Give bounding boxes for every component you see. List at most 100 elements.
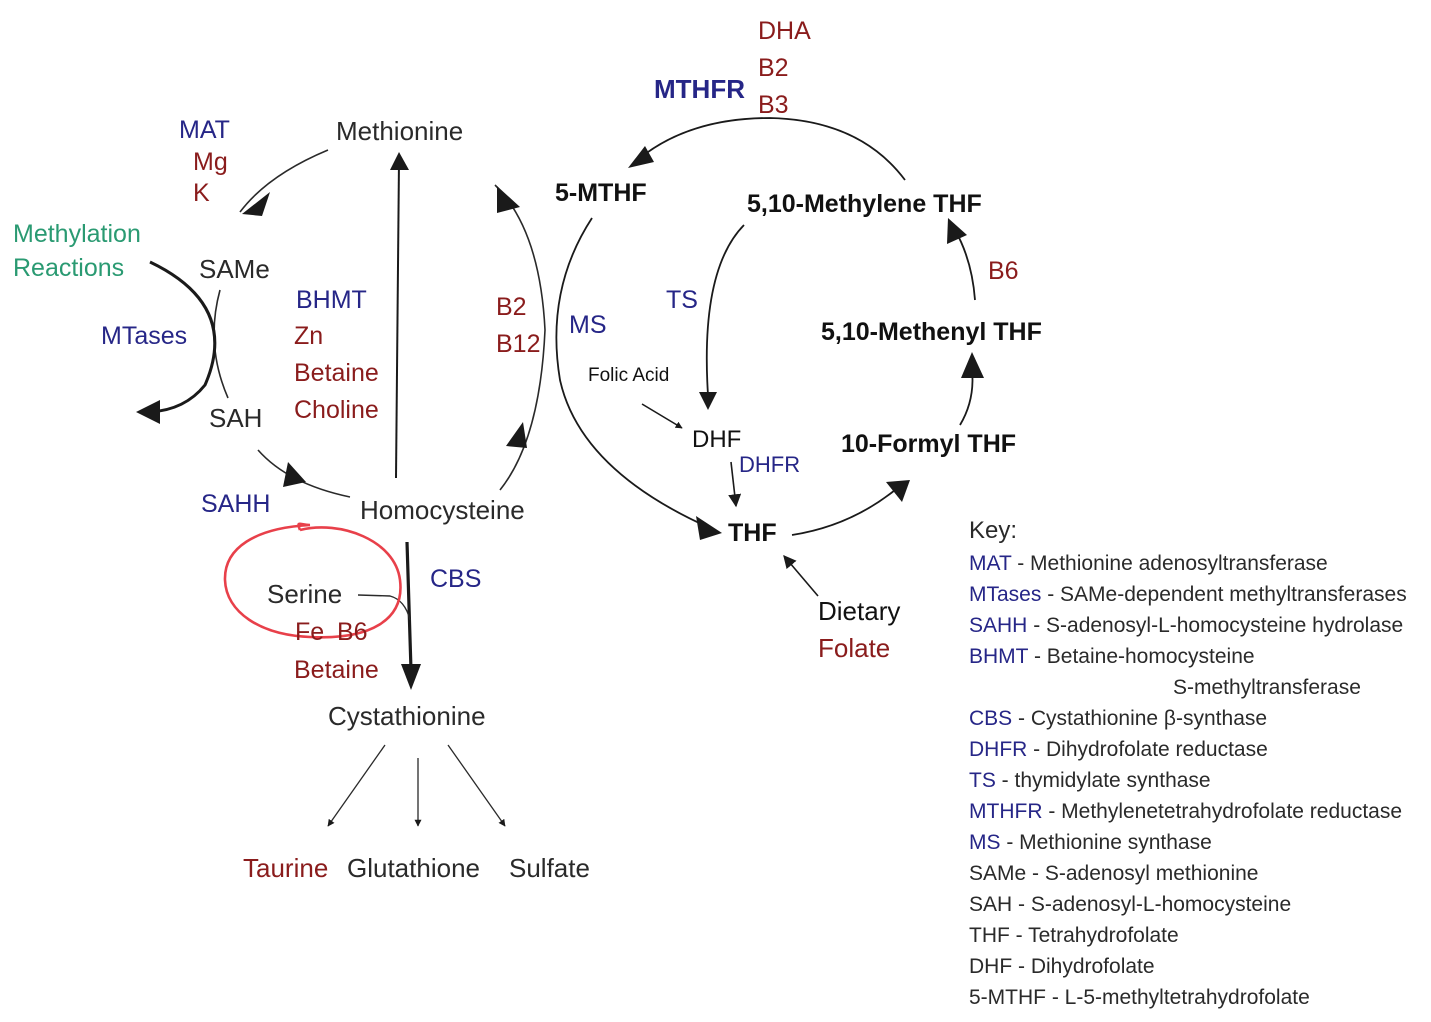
key-abbreviation: CBS [969,707,1013,730]
key-entry: S-methyltransferase [1173,677,1361,698]
arrowhead-mtases [136,400,160,424]
arrowhead-formyl [886,480,910,502]
dhf-label: DHF [692,426,742,453]
key-definition: - Dihydrofolate reductase [1027,738,1268,761]
zn-cofactor-label: Zn [294,322,324,350]
arrow-mthfr [639,117,906,181]
key-entry: DHF - Dihydrofolate [969,956,1155,977]
arrowhead-dhf-from-ts [699,392,717,410]
arrow-methylation-reactions [149,260,217,414]
k-cofactor-label: K [193,179,210,207]
key-entry: MTHFR - Methylenetetrahydrofolate reduct… [969,801,1402,822]
sahh-enzyme-label: SAHH [201,490,271,518]
arrowhead-methionine-return [497,186,520,213]
arrow-to-sulfate [447,744,506,827]
ts-enzyme-label: TS [666,286,698,314]
methylene-thf-label: 5,10-Methylene THF [747,190,982,218]
arrow-formyl-to-methenyl [959,369,974,426]
key-definition: SAH - S-adenosyl-L-homocysteine [969,893,1292,916]
key-entry: MAT - Methionine adenosyltransferase [969,553,1328,574]
arrow-dietary-folate [783,555,819,597]
arrow-methionine-to-same [239,149,329,213]
cystathionine-label: Cystathionine [328,701,486,731]
mg-cofactor-label: Mg [193,148,228,176]
dhfr-enzyme-label: DHFR [739,452,801,477]
key-definition: 5-MTHF - L-5-methyltetrahydrofolate [969,986,1310,1009]
key-definition: - Betaine-homocysteine [1028,645,1255,668]
mtases-enzyme-label: MTases [101,322,188,350]
key-entry: MTases - SAMe-dependent methyltransferas… [969,584,1407,605]
formyl-thf-label: 10-Formyl THF [841,430,1017,458]
methenyl-thf-label: 5,10-Methenyl THF [821,318,1042,346]
b12-cofactor-label: B12 [496,330,541,358]
sulfate-label: Sulfate [509,853,590,883]
arrowhead-bhmt [390,152,409,170]
serine-connector [357,594,411,621]
arrow-cbs [405,541,413,671]
mat-enzyme-label: MAT [179,116,230,144]
key-definition: SAMe - S-adenosyl methionine [969,862,1259,885]
arrowhead-homocysteine-up [506,422,527,448]
key-entry: TS - thymidylate synthase [969,770,1211,791]
key-abbreviation: DHFR [969,738,1028,761]
arrow-ms [555,217,711,529]
arrow-methenyl-to-methylene [954,229,976,301]
key-entry: THF - Tetrahydrofolate [969,925,1179,946]
serine-label: Serine [267,579,343,609]
key-entry: CBS - Cystathionine β-synthase [969,708,1267,729]
betaine-transsulfuration-label: Betaine [294,656,379,684]
key-definition: S-methyltransferase [1173,676,1361,699]
5-mthf-label: 5-MTHF [555,179,647,207]
b6-cofactor-label: B6 [337,618,368,646]
key-definition: THF - Tetrahydrofolate [969,924,1179,947]
fe-cofactor-label: Fe [295,618,325,646]
key-definition: - SAMe-dependent methyltransferases [1041,583,1407,606]
arrow-folic-acid [641,403,683,429]
key-entry: SAH - S-adenosyl-L-homocysteine [969,894,1291,915]
key-entry: SAHH - S-adenosyl-L-homocysteine hydrola… [969,615,1403,636]
b2-folate-cofactor-label: B2 [758,54,789,82]
arrow-to-taurine [327,744,386,827]
arrowhead-methylene [947,218,967,244]
key-abbreviation: BHMT [969,645,1029,668]
b6-folate-cofactor-label: B6 [988,257,1019,285]
methylation-label-line2: Reactions [13,254,125,282]
glutathione-label: Glutathione [347,853,480,883]
key-entry: 5-MTHF - L-5-methyltetrahydrofolate [969,987,1310,1008]
arrowhead-same [242,192,270,216]
thf-label: THF [728,519,777,547]
methylation-label-line1: Methylation [13,220,141,248]
arrow-thf-to-formyl [791,489,896,536]
arrow-bhmt [395,159,400,479]
folic-acid-label: Folic Acid [588,365,670,386]
serine-highlight-circle [223,522,402,639]
arrowhead-cystathionine [401,664,421,690]
sah-label: SAH [209,403,263,433]
key-definition: - thymidylate synthase [995,769,1211,792]
b3-cofactor-label: B3 [758,91,789,119]
folate-label: Folate [818,633,891,663]
key-definition: - Methionine adenosyltransferase [1011,552,1328,575]
same-label: SAMe [199,254,270,284]
arrow-sah-to-homocysteine [257,449,351,498]
arrow-ts [705,224,745,396]
key-abbreviation: MTases [969,583,1042,606]
arrowhead-methenyl [961,352,984,378]
arrowhead-thf-from-ms [696,516,722,540]
taurine-label: Taurine [243,853,329,883]
arrow-dhfr [728,461,742,508]
key-entry: DHFR - Dihydrofolate reductase [969,739,1268,760]
key-definition: - Methylenetetrahydrofolate reductase [1042,800,1403,823]
key-entry: MS - Methionine synthase [969,832,1212,853]
key-definition: - Cystathionine β-synthase [1012,707,1268,730]
key-entry: BHMT - Betaine-homocysteine [969,646,1255,667]
arrow-homocysteine-to-methionine [494,184,546,491]
dietary-label: Dietary [818,596,901,626]
betaine-cofactor-label: Betaine [294,359,379,387]
arrowhead-homocysteine-from-sah [283,462,306,487]
methionine-label: Methionine [336,116,464,146]
homocysteine-label: Homocysteine [360,495,525,525]
cbs-enzyme-label: CBS [430,565,482,593]
